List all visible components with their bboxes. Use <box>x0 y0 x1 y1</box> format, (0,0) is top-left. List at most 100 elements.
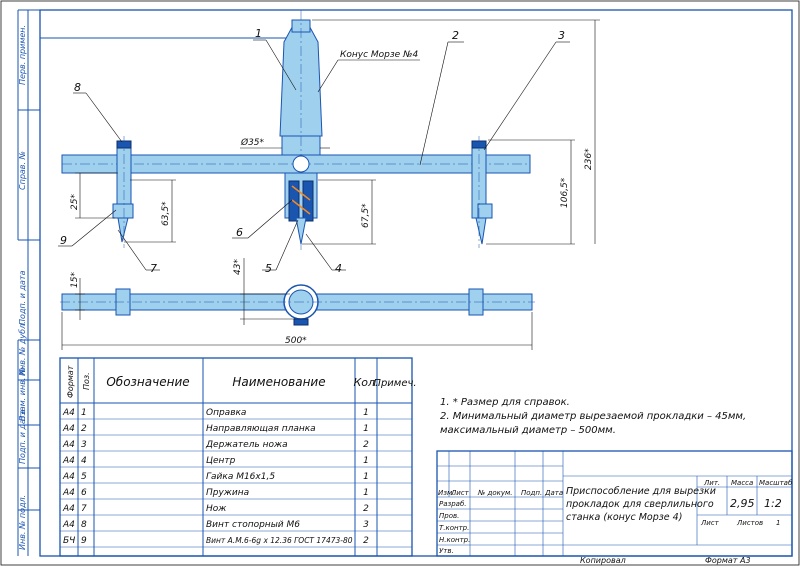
cone-label: Конус Морзе №4 <box>340 50 418 60</box>
spec-cell-name: Центр <box>206 456 236 466</box>
dim-500: 500* <box>285 336 307 346</box>
dim-63-5: 63,5* <box>161 201 171 226</box>
callout-4: 4 <box>335 262 342 275</box>
spec-cell-qty: 2 <box>363 440 369 450</box>
note-line: 2. Минимальный диаметр вырезаемой прокла… <box>440 411 746 422</box>
spec-cell-name: Винт А.М.6-6g x 12.36 ГОСТ 17473-80 <box>206 536 353 545</box>
side-label: Взам. инв. № <box>18 367 27 421</box>
spec-cell-qty: 2 <box>363 504 369 514</box>
tb-title: прокладок для сверлильного <box>566 499 714 510</box>
header-name: Наименование <box>232 375 325 389</box>
tb-list: Лист <box>450 489 470 497</box>
tb-sheets-value: 1 <box>776 519 780 527</box>
dim-67-5: 67,5* <box>361 203 371 228</box>
spec-cell-fmt: А4 <box>62 488 75 498</box>
tb-doc: № докум. <box>477 489 513 497</box>
tb-lit: Лит. <box>703 479 720 487</box>
header-qty: Кол. <box>353 376 378 389</box>
dim-15: 15* <box>70 272 80 288</box>
spec-cell-name: Гайка М16х1,5 <box>206 472 275 482</box>
header-pos: Поз. <box>82 372 91 390</box>
callout-2: 2 <box>452 29 459 42</box>
side-label: Подп. и дата <box>18 270 27 325</box>
side-label: Перв. примен. <box>18 25 27 85</box>
spec-cell-fmt: А4 <box>62 456 75 466</box>
spec-cell-fmt: А4 <box>62 520 75 530</box>
front-view <box>61 10 531 250</box>
tb-checker: Пров. <box>439 512 459 520</box>
spec-cell-name: Держатель ножа <box>205 440 288 450</box>
spec-cell-name: Оправка <box>206 408 246 418</box>
dimension-texts: Конус Морзе №4 Ø35* 25* 63,5* 67,5* 106,… <box>60 27 594 346</box>
spec-cell-qty: 1 <box>363 456 369 466</box>
dimension-lines <box>58 19 600 350</box>
spec-cell-name: Винт стопорный М6 <box>206 520 300 530</box>
dim-43: 43* <box>233 259 243 275</box>
tb-scale-header: Масштаб <box>759 479 793 487</box>
tb-date: Дата <box>544 489 563 497</box>
spec-cell-qty: 1 <box>363 408 369 418</box>
spec-cell-pos: 8 <box>81 520 87 530</box>
spec-cell-fmt: А4 <box>62 440 75 450</box>
spec-cell-fmt: А4 <box>62 408 75 418</box>
dim-25: 25* <box>70 194 80 210</box>
spec-cell-fmt: А4 <box>62 424 75 434</box>
note-line: 1. * Размер для справок. <box>440 397 570 408</box>
spec-cell-fmt: А4 <box>62 472 75 482</box>
side-label: Инв. № подл. <box>18 495 27 550</box>
title-block: Изм. Лист № докум. Подп. Дата Разраб. Пр… <box>436 450 793 565</box>
spec-cell-pos: 2 <box>81 424 87 434</box>
tb-sheet: Лист <box>700 519 720 527</box>
spec-table: Формат Поз. Обозначение Наименование Кол… <box>59 357 417 557</box>
tb-scale: 1:2 <box>764 497 782 510</box>
tb-sign: Подп. <box>521 489 542 497</box>
tb-izm: Изм. <box>438 489 454 497</box>
callout-9: 9 <box>60 234 67 247</box>
dim-106-5: 106,5* <box>560 177 570 208</box>
header-designation: Обозначение <box>106 375 189 389</box>
callout-7: 7 <box>150 262 157 275</box>
spec-cell-qty: 3 <box>363 520 369 530</box>
tb-format: Формат А3 <box>705 556 751 565</box>
spec-cell-name: Пружина <box>206 488 249 498</box>
spec-cell-name: Направляющая планка <box>206 424 316 434</box>
spec-cell-pos: 7 <box>81 504 87 514</box>
callout-3: 3 <box>558 29 565 42</box>
tb-mass-header: Масса <box>731 479 753 487</box>
tb-approved: Утв. <box>439 547 454 555</box>
side-label: Справ. № <box>18 151 27 190</box>
spec-cell-pos: 6 <box>81 488 87 498</box>
spec-cell-pos: 1 <box>81 408 87 418</box>
tb-mass: 2,95 <box>730 497 755 510</box>
spec-cell-name: Нож <box>206 504 227 514</box>
spec-cell-qty: 2 <box>363 536 369 546</box>
tb-tcontrol: Т.контр. <box>439 524 469 532</box>
spec-cell-pos: 4 <box>81 456 87 466</box>
header-format: Формат <box>66 365 75 398</box>
callout-6: 6 <box>236 226 243 239</box>
side-label: Инв. № дубл. <box>18 321 27 376</box>
top-view <box>60 284 535 326</box>
left-strip <box>17 9 40 511</box>
tb-ncontrol: Н.контр. <box>439 536 470 544</box>
note-line: максимальный диаметр – 500мм. <box>440 425 616 436</box>
dim-236: 236* <box>584 148 594 170</box>
spec-cell-fmt: БЧ <box>63 536 75 546</box>
notes: 1. * Размер для справок. 2. Минимальный … <box>440 397 746 436</box>
side-label: Подп. и дата <box>18 409 27 464</box>
tb-developer: Разраб. <box>439 500 467 508</box>
spec-cell-qty: 1 <box>363 472 369 482</box>
header-note: Примеч. <box>373 378 416 389</box>
spec-cell-qty: 1 <box>363 424 369 434</box>
spec-cell-pos: 9 <box>81 536 87 546</box>
dim-d35: Ø35* <box>240 137 265 148</box>
tb-title: станка (конус Морзе 4) <box>566 512 682 523</box>
drawing-frame <box>39 9 793 557</box>
tb-title: Приспособление для вырезки <box>566 486 716 497</box>
callout-8: 8 <box>74 81 81 94</box>
tb-sheets: Листов <box>736 519 763 527</box>
tb-copied: Копировал <box>580 556 626 565</box>
callout-1: 1 <box>255 27 262 40</box>
